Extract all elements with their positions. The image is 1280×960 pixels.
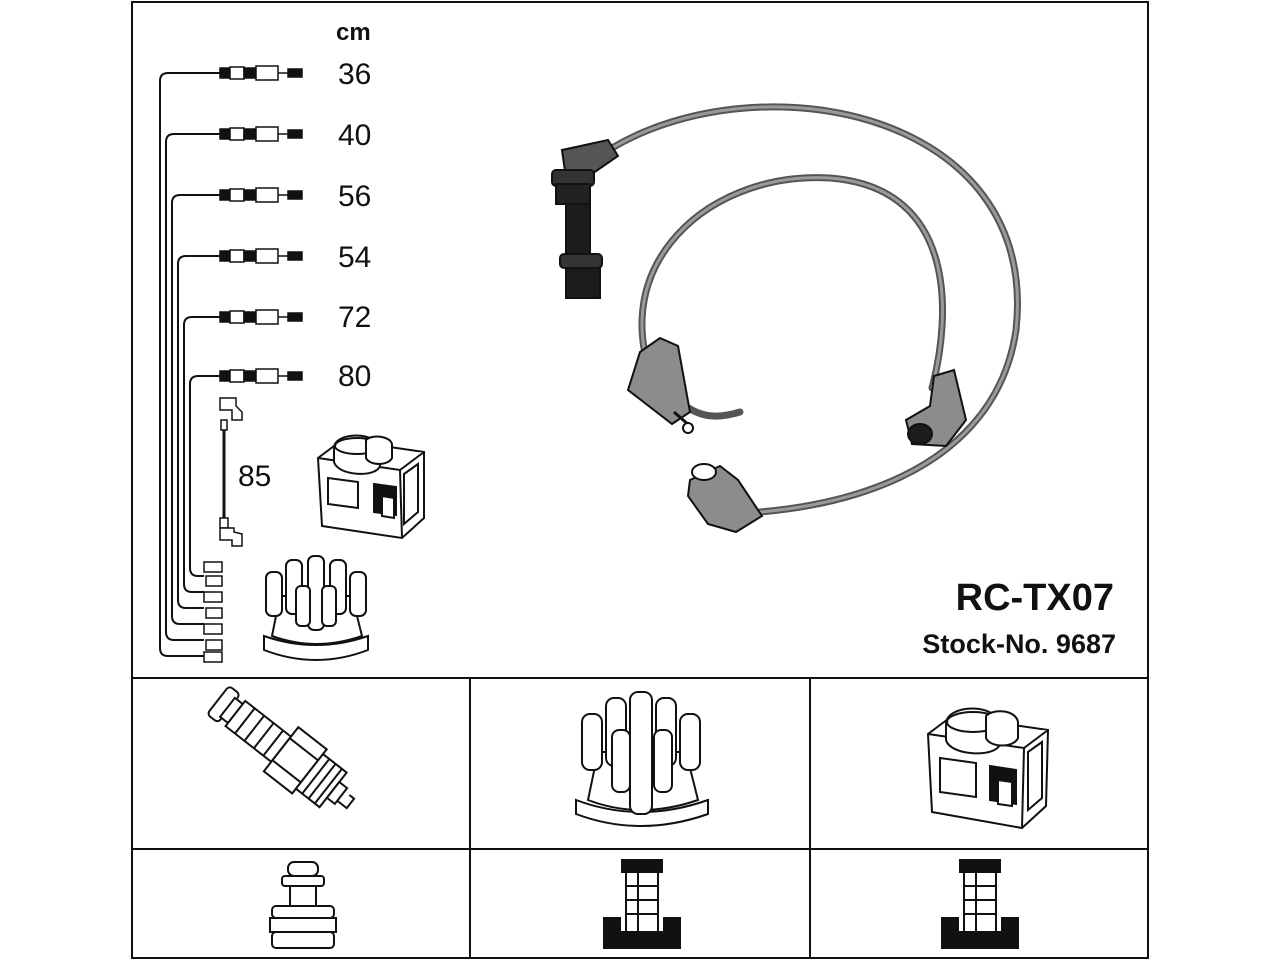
distributor-terminal-connector-icon xyxy=(603,859,681,949)
plug-boot-3 xyxy=(686,463,764,534)
length-label-1: 36 xyxy=(338,58,371,91)
connector-3 xyxy=(219,187,303,203)
distributor-cap-small-icon xyxy=(263,555,369,661)
length-label-5: 72 xyxy=(338,301,371,334)
coil-lead-length-label: 85 xyxy=(238,460,271,493)
plug-boot-1 xyxy=(626,336,694,434)
distributor-cap-icon xyxy=(575,691,709,827)
connector-1 xyxy=(219,65,303,81)
length-label-3: 56 xyxy=(338,180,371,213)
length-label-2: 40 xyxy=(338,119,371,152)
spark-plug-icon xyxy=(207,686,356,810)
length-label-6: 80 xyxy=(338,360,371,393)
connector-6 xyxy=(219,368,303,384)
coil-terminal-connector-icon xyxy=(941,859,1019,949)
ignition-coil-small-icon xyxy=(316,434,425,540)
connector-5 xyxy=(219,309,303,325)
connector-4 xyxy=(219,248,303,264)
product-code: RC-TX07 xyxy=(956,577,1114,619)
unit-label: cm xyxy=(336,19,371,46)
frame xyxy=(131,1,1149,959)
coil-end-boot xyxy=(551,138,620,299)
coil-lead xyxy=(219,397,243,547)
ignition-coil-icon xyxy=(926,707,1050,830)
distributor-terminals xyxy=(203,561,223,663)
plug-boot-2 xyxy=(904,368,968,448)
plug-terminal-connector-icon xyxy=(269,861,337,949)
length-labels: 36 40 56 54 72 80 xyxy=(338,58,371,393)
cable-set-illustration xyxy=(551,103,1021,534)
connector-2 xyxy=(219,126,303,142)
length-label-4: 54 xyxy=(338,241,371,274)
lead-connectors xyxy=(219,65,303,384)
lead-length-schematic xyxy=(159,72,220,657)
stock-number: Stock-No. 9687 xyxy=(922,629,1116,659)
